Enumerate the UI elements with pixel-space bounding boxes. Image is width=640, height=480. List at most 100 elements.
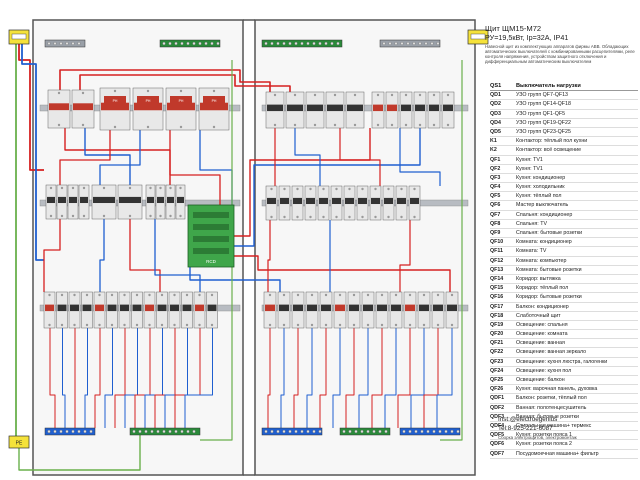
legend-text: Освещение: комната [516, 331, 568, 338]
breaker-screw [283, 215, 286, 219]
legend-text: Спальня: TV [516, 220, 547, 227]
ground-tag: PE [8, 435, 30, 449]
legend-text: УЗО групп QF14-QF18 [516, 101, 571, 108]
legend-id: QDF4 [490, 422, 505, 429]
breaker-screw [296, 187, 299, 191]
bus-screw [348, 429, 352, 434]
breaker-screw [113, 89, 117, 93]
breaker-screw [322, 215, 325, 219]
legend-id: QF25 [490, 377, 504, 383]
control-module: RCD [187, 204, 235, 268]
bus-screw [89, 429, 93, 434]
bus-screw [430, 41, 434, 46]
footer-block: Inst:@electroegenius Tel:8-925-221-6087 … [498, 415, 633, 440]
legend-text: Освещение: кухня пол [516, 367, 572, 374]
breaker-screw [353, 123, 357, 127]
legend-id: QD1 [490, 92, 501, 99]
breaker-screw [49, 214, 53, 218]
panel-params: РУ=19,5кВт, Ір=32А, IP41 [485, 33, 569, 42]
breaker-toggle [200, 102, 228, 111]
legend-id: QD3 [490, 110, 501, 117]
breaker-screw [60, 293, 64, 297]
bus-screw [59, 41, 63, 46]
breaker-screw [404, 93, 408, 97]
breaker-screw [113, 125, 117, 129]
outgoing-wire [397, 328, 411, 428]
breaker-screw [282, 293, 286, 297]
legend-text: УЗО групп QF23-QF25 [516, 128, 571, 135]
outgoing-wire [84, 328, 88, 428]
neutral-wire [154, 219, 201, 292]
bus-screw [318, 41, 322, 46]
breaker-screw [446, 123, 450, 127]
breaker-screw [376, 123, 380, 127]
breaker-screw [335, 187, 338, 191]
breaker-toggle [70, 304, 79, 312]
bus-screw [360, 429, 364, 434]
legend-text: Комната: компьютер [516, 257, 567, 264]
breaker-screw [85, 323, 89, 327]
breaker-screw [135, 293, 139, 297]
phase-wire [399, 220, 411, 292]
breaker-toggle [384, 197, 393, 205]
legend-id: QDF3 [490, 413, 505, 420]
footer-phone: Tel:8-925-221-6087 [498, 425, 553, 432]
legend-text: Освещение: кухня люстра, галогенки [516, 358, 608, 365]
bus-screw [47, 429, 51, 434]
breaker-toggle [401, 104, 411, 112]
bus-screw [318, 429, 322, 434]
legend-text: Слаботочный щит [516, 312, 561, 319]
legend-id: QF3 [490, 174, 501, 181]
outgoing-wire [306, 328, 313, 428]
phase-wire [43, 219, 61, 292]
bus-screw [276, 41, 280, 46]
breaker-screw [60, 214, 64, 218]
bus-screw [186, 429, 190, 434]
breaker-screw [310, 293, 314, 297]
breaker-screw [436, 293, 440, 297]
bottom-bus-right-3 [399, 427, 461, 436]
breaker-screw [296, 293, 300, 297]
breaker-toggle [387, 104, 397, 112]
breaker-screw [273, 93, 277, 97]
breaker-toggle [120, 304, 129, 312]
breaker-screw [73, 323, 76, 327]
phase-wire [18, 44, 44, 171]
legend-id: QF2 [490, 165, 501, 172]
bus-screw [168, 429, 172, 434]
breaker-screw [149, 186, 152, 190]
breaker-screw [422, 323, 426, 327]
legend-id: QF17 [490, 303, 504, 310]
bus-screw [59, 429, 63, 434]
relay-display [137, 96, 159, 104]
breaker-screw [366, 323, 370, 327]
breaker-screw [82, 186, 86, 190]
breaker-screw [361, 187, 364, 191]
breaker-screw [390, 123, 394, 127]
footer-instagram: Inst:@electroegenius [498, 416, 558, 423]
breaker-screw [408, 323, 412, 327]
breaker-screw [361, 215, 364, 219]
breaker-screw [408, 293, 412, 297]
bus-screw [294, 41, 298, 46]
breaker-screw [160, 293, 164, 297]
breaker-screw [160, 323, 164, 327]
breaker-toggle [377, 304, 387, 312]
relay-label: РН [179, 99, 184, 103]
legend-header-id: QS1 [490, 83, 502, 89]
breaker-toggle [119, 196, 141, 204]
legend-text: Освещение: ванная зеркало [516, 349, 587, 356]
neutral-wire [84, 128, 131, 185]
breaker-toggle [419, 304, 429, 312]
bus-screw [378, 429, 382, 434]
breaker-toggle [157, 304, 167, 312]
breaker-screw [418, 93, 422, 97]
breaker-toggle [321, 304, 331, 312]
legend-id: QDF2 [490, 404, 505, 411]
breaker-toggle [306, 197, 315, 205]
